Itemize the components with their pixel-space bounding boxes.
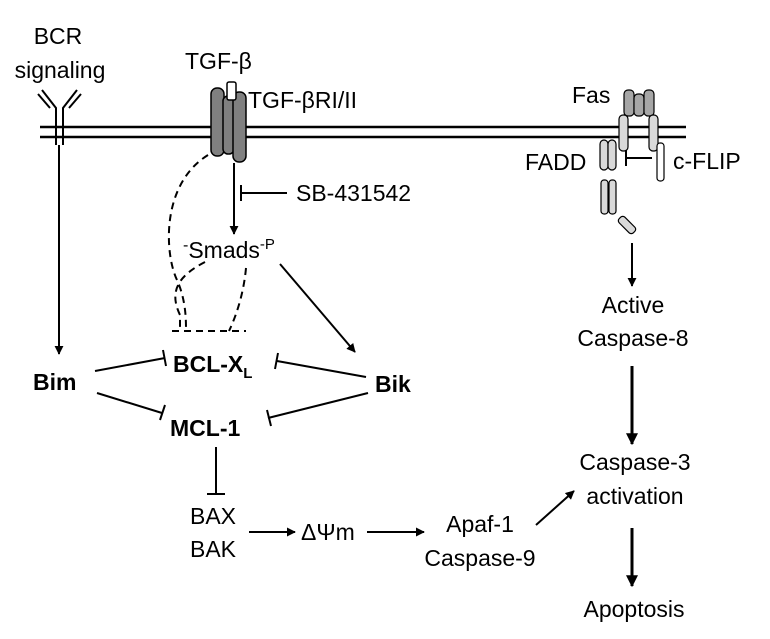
sb431542-label: SB-431542 xyxy=(296,180,411,206)
bcr-label-line2: signaling xyxy=(15,57,106,83)
mcl1-label: MCL-1 xyxy=(170,415,240,441)
caspase-9-label: Caspase-9 xyxy=(424,545,535,571)
active-caspase-8-line2: Caspase-8 xyxy=(577,325,688,351)
bcr-receptor-icon xyxy=(37,89,82,145)
delta-psi-m-label: ΔΨm xyxy=(301,519,355,545)
arrow-smads-to-bik xyxy=(279,263,356,353)
tgfb-receptor-icon xyxy=(210,81,247,163)
dashed-link-smads-down xyxy=(228,267,247,332)
fas-receptor-icon xyxy=(618,89,659,152)
caspase-3-line1: Caspase-3 xyxy=(579,449,690,475)
smads-text: Smads xyxy=(188,237,260,263)
bim-label: Bim xyxy=(33,369,76,395)
inhibit-bik-to-bclxl-bar xyxy=(274,352,279,370)
smads-phospho-superscript: -P xyxy=(260,236,275,253)
cflip-icon xyxy=(656,142,665,182)
inhibit-bik-to-bclxl xyxy=(276,360,367,378)
bak-label: BAK xyxy=(190,536,237,562)
smads-dash: - xyxy=(183,237,188,254)
bik-label: Bik xyxy=(375,371,411,397)
inhibit-bik-to-mcl1 xyxy=(267,392,369,419)
cflip-label: c-FLIP xyxy=(673,148,741,174)
caspase-3-line2: activation xyxy=(586,483,683,509)
tgfb-label: TGF-β xyxy=(185,48,252,74)
procaspase-8-fragment-icon xyxy=(600,179,637,235)
bcr-label-line1: BCR xyxy=(34,23,83,49)
smads-label: -Smads-P xyxy=(183,236,275,263)
dashed-link-smads-to-bclxl xyxy=(174,261,206,330)
fadd-label: FADD xyxy=(525,149,586,175)
inhibit-bim-to-mcl1 xyxy=(96,392,163,414)
inhibit-bim-to-bclxl-bar xyxy=(162,349,167,367)
inhibit-bim-to-mcl1-bar xyxy=(159,404,166,421)
dashed-link-receptor-to-bclxl xyxy=(167,154,209,331)
active-caspase-8-line1: Active xyxy=(602,292,665,318)
fas-label: Fas xyxy=(572,82,610,108)
arrow-apaf1-to-caspase-3 xyxy=(535,490,575,526)
cell-membrane xyxy=(40,125,686,139)
fadd-icon xyxy=(599,139,617,171)
inhibit-bik-to-mcl1-bar xyxy=(266,409,272,427)
tgfb-receptor-label: TGF-βRI/II xyxy=(248,87,357,113)
bclxl-subscript: L xyxy=(243,365,252,382)
inhibit-bim-to-bclxl xyxy=(94,357,166,372)
bclxl-main: BCL-X xyxy=(173,351,244,377)
apaf1-label: Apaf-1 xyxy=(446,511,514,537)
bclxl-label: BCL-XL xyxy=(173,351,252,382)
bax-label: BAX xyxy=(190,503,236,529)
apoptosis-label: Apoptosis xyxy=(583,596,684,622)
